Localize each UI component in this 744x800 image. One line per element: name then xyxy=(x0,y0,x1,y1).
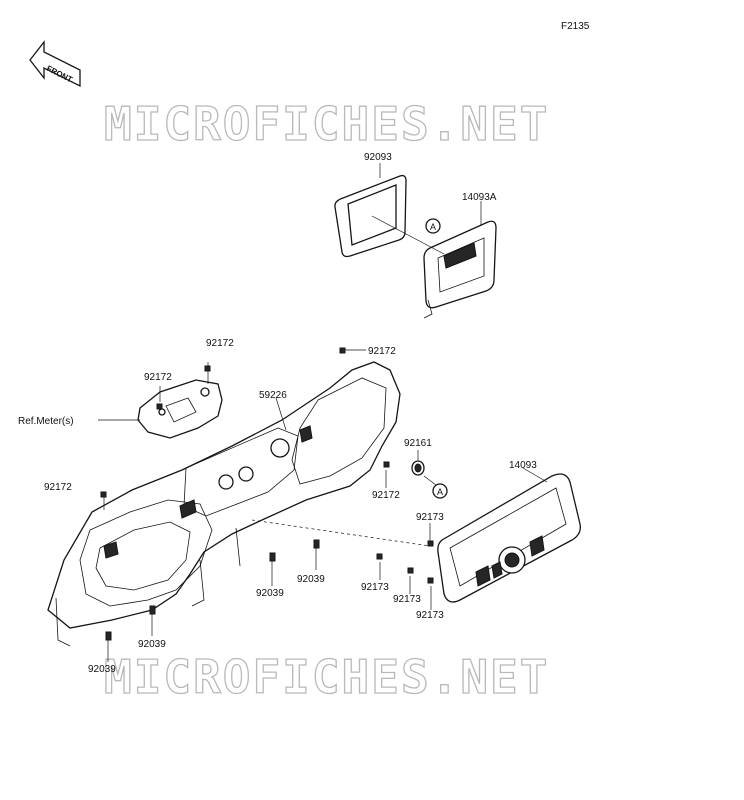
label-92093: 92093 xyxy=(364,152,392,163)
grommet-92161 xyxy=(411,450,425,476)
label-59226: 59226 xyxy=(259,390,287,401)
label-92173-b: 92173 xyxy=(361,582,389,593)
label-92173-d: 92173 xyxy=(416,610,444,621)
label-92039-b: 92039 xyxy=(256,588,284,599)
label-14093: 14093 xyxy=(509,460,537,471)
dashboard-main xyxy=(47,361,401,647)
watermark-bottom: MICROFICHES.NET xyxy=(104,650,549,704)
label-92172-e: 92172 xyxy=(372,490,400,501)
callout-a-upper: A xyxy=(425,218,441,234)
label-92039-a: 92039 xyxy=(297,574,325,585)
label-92172-a: 92172 xyxy=(206,338,234,349)
panel-14093A xyxy=(371,201,497,319)
label-ref-meter: Ref.Meter(s) xyxy=(18,416,74,427)
fasteners xyxy=(100,347,434,641)
callout-a-upper-label: A xyxy=(430,222,436,232)
front-arrow-icon: FRONT xyxy=(29,40,81,88)
label-92172-b: 92172 xyxy=(368,346,396,357)
label-92172-d: 92172 xyxy=(44,482,72,493)
callout-a-lower-label: A xyxy=(437,487,443,497)
label-92173-a: 92173 xyxy=(416,512,444,523)
watermark-top: MICROFICHES.NET xyxy=(104,97,549,151)
callout-a-lower: A xyxy=(423,475,448,499)
figure-code: F2135 xyxy=(561,21,590,32)
label-92172-c: 92172 xyxy=(144,372,172,383)
label-92161: 92161 xyxy=(404,438,432,449)
gasket-frame-92093 xyxy=(334,163,407,258)
panel-14093 xyxy=(437,467,581,603)
label-92173-c: 92173 xyxy=(393,594,421,605)
label-92039-c: 92039 xyxy=(138,639,166,650)
leader-lines xyxy=(98,349,432,662)
label-14093A: 14093A xyxy=(462,192,497,203)
meter-bracket xyxy=(137,362,223,439)
label-92039-d: 92039 xyxy=(88,664,116,675)
